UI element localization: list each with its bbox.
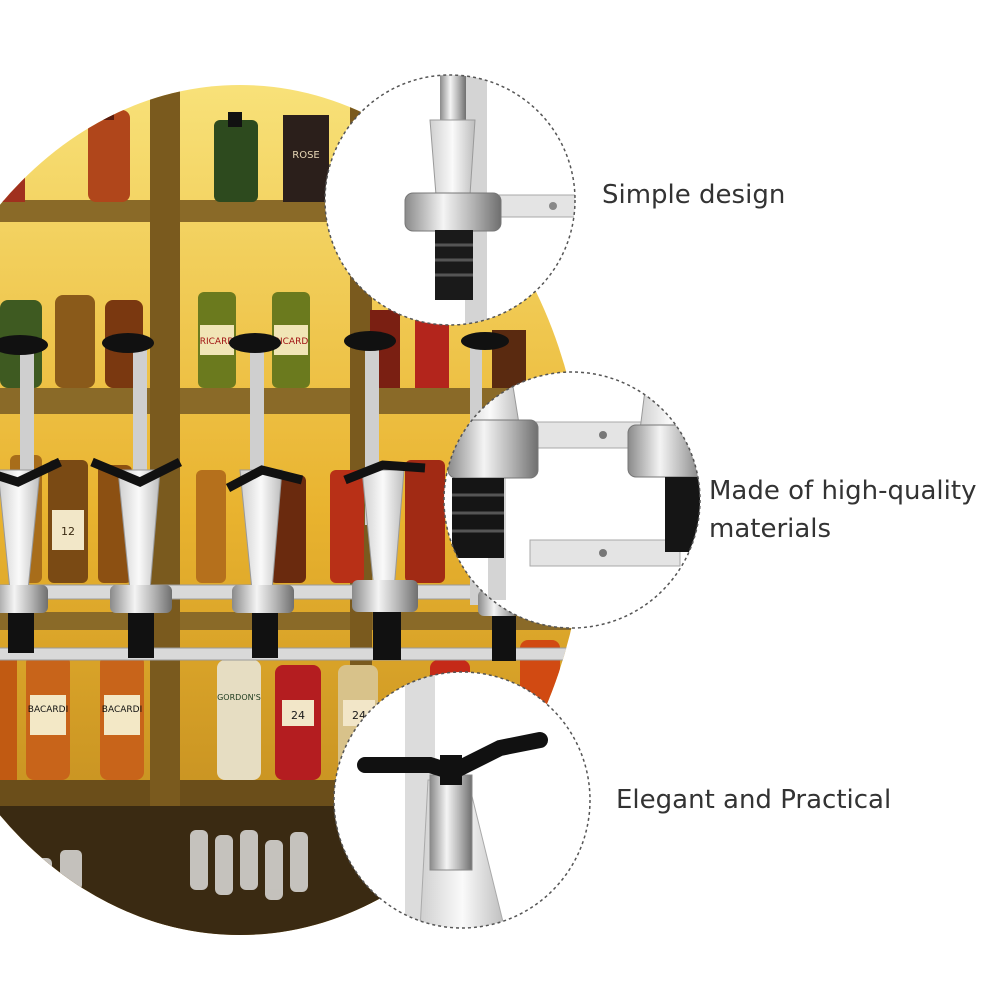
- feature-label-materials: Made of high-quality materials: [709, 476, 977, 544]
- svg-text:24: 24: [291, 709, 305, 722]
- svg-text:ROSE: ROSE: [292, 150, 320, 161]
- svg-text:24: 24: [352, 709, 366, 722]
- feature-label-elegant: Elegant and Practical: [616, 785, 892, 815]
- dispenser: [0, 335, 62, 653]
- svg-text:BACARDI: BACARDI: [102, 705, 142, 715]
- detail-circle-materials: [443, 371, 701, 629]
- svg-text:BACARDI: BACARDI: [28, 705, 68, 715]
- svg-text:RICARD: RICARD: [274, 337, 309, 347]
- svg-text:RICARD: RICARD: [200, 337, 235, 347]
- bottle: RICARD RICARD: [0, 292, 526, 388]
- dispenser: [90, 333, 183, 658]
- detail-circle-elegant: [333, 671, 591, 929]
- svg-text:GORDON'S: GORDON'S: [217, 693, 261, 702]
- detail-circle-simple-design: [324, 74, 576, 326]
- feature-label-simple-design: Simple design: [602, 180, 786, 210]
- dispenser: [225, 333, 304, 658]
- svg-text:12: 12: [61, 525, 75, 538]
- dispenser: [343, 331, 426, 660]
